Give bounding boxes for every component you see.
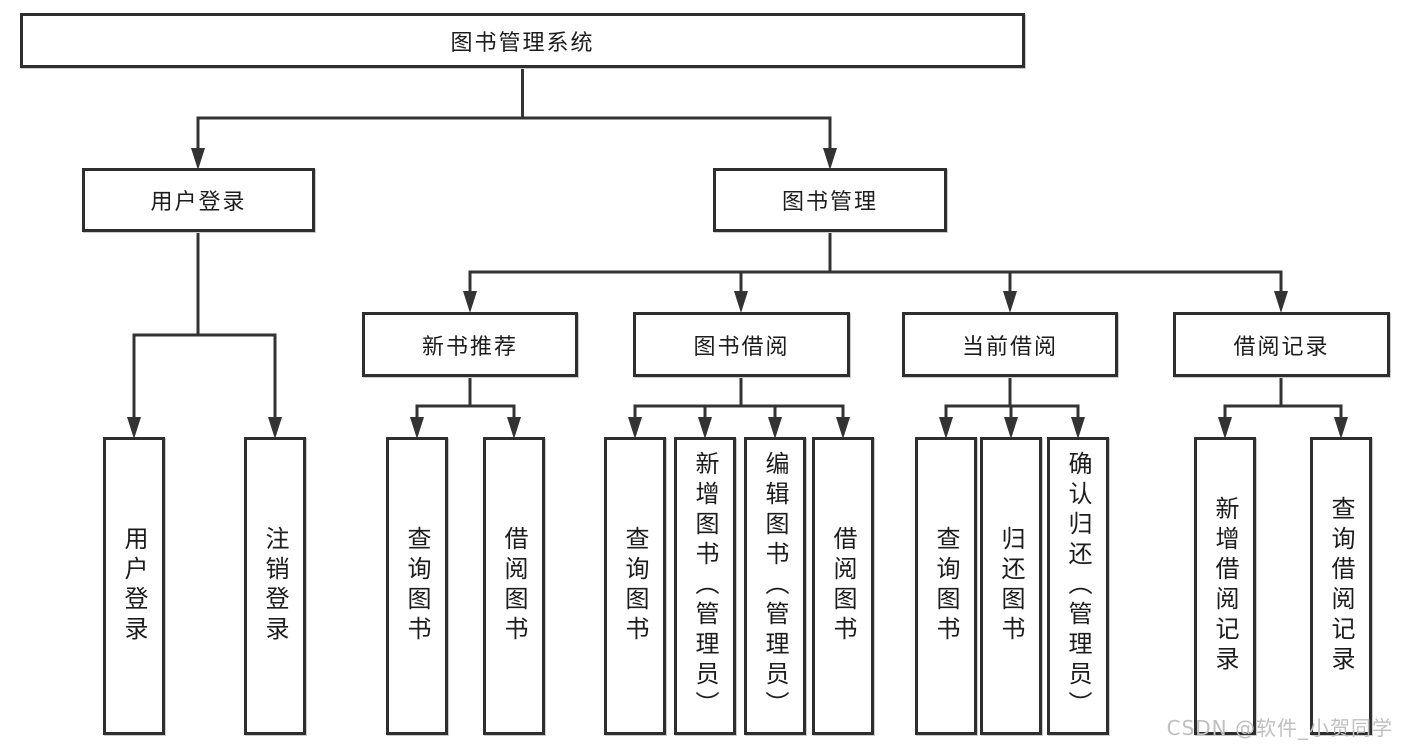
leaf-edit-book-admin: 编辑图书（管理员） — [744, 437, 806, 735]
leaf-borrow-books: 借阅图书 — [812, 437, 874, 735]
leaf-confirm-return-admin: 确认归还（管理员） — [1047, 437, 1109, 735]
node-borrowing-records: 借阅记录 — [1173, 312, 1390, 377]
leaf-return-book: 归还图书 — [980, 437, 1042, 735]
leaf-add-book-admin: 新增图书（管理员） — [674, 437, 736, 735]
node-current-borrowing: 当前借阅 — [902, 312, 1118, 377]
leaf-logout: 注销登录 — [244, 437, 306, 735]
node-book-borrowing: 图书借阅 — [633, 312, 850, 377]
node-user-login: 用户登录 — [82, 168, 315, 232]
leaf-query-books-borrow: 查询图书 — [604, 437, 666, 735]
leaf-query-books-current: 查询图书 — [915, 437, 977, 735]
node-book-management: 图书管理 — [713, 168, 947, 232]
leaf-borrow-books-recommend: 借阅图书 — [483, 437, 545, 735]
leaf-add-borrow-record: 新增借阅记录 — [1194, 437, 1256, 735]
leaf-query-books-recommend: 查询图书 — [386, 437, 448, 735]
leaf-user-login: 用户登录 — [103, 437, 165, 735]
node-root: 图书管理系统 — [20, 13, 1025, 68]
csdn-watermark: CSDN @软件_小贺同学 — [1166, 716, 1393, 740]
leaf-query-borrow-record: 查询借阅记录 — [1310, 437, 1372, 735]
node-new-book-recommend: 新书推荐 — [362, 312, 578, 377]
